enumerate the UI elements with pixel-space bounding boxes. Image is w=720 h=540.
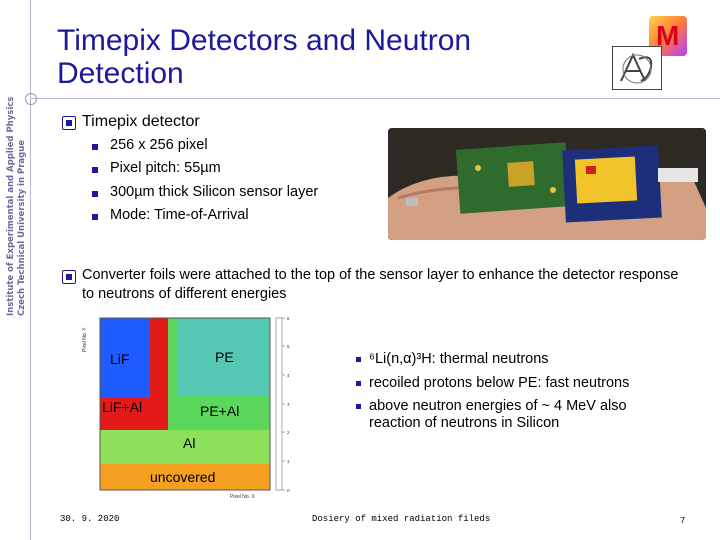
label-pe-al: PE+Al [200, 403, 239, 419]
bullet-icon [92, 144, 98, 150]
bullet-icon [356, 381, 361, 386]
colorbar-tick: 4 [287, 373, 290, 378]
bullet-icon [356, 404, 361, 409]
label-lif-al: LiF+Al [102, 399, 142, 415]
region-al [100, 430, 270, 464]
institute-label: Institute of Experimental and Applied Ph… [6, 97, 28, 316]
colorbar-tick: 3 [287, 402, 290, 407]
section-bullet-icon [62, 116, 76, 130]
detector-photo [388, 128, 706, 240]
label-lif: LiF [110, 351, 129, 367]
list-item: Mode: Time-of-Arrival [110, 207, 249, 223]
bullet-icon [92, 167, 98, 173]
list-item: 256 x 256 pixel [110, 137, 208, 153]
institute-name: Institute of Experimental and Applied Ph… [6, 96, 16, 316]
footer-title: Dosiery of mixed radiation fileds [312, 514, 491, 524]
region-pe [177, 318, 270, 396]
sidebar-institute: Institute of Experimental and Applied Ph… [0, 0, 48, 540]
section-bullet-icon [62, 270, 76, 284]
region-lif [100, 318, 150, 398]
slide-title: Timepix Detectors and Neutron Detection [57, 24, 472, 90]
footer-date: 30. 9. 2020 [60, 514, 120, 524]
list-item: ⁶Li(n,α)³H: thermal neutrons [369, 351, 549, 367]
section1-heading: Timepix detector [82, 113, 200, 130]
colorbar-tick: 6 [287, 316, 290, 321]
colorbar-tick: 0 [287, 488, 290, 493]
institute-logo [612, 46, 662, 90]
x-axis-label: Pixel No. X [230, 494, 255, 500]
list-item: recoiled protons below PE: fast neutrons [369, 375, 630, 391]
y-axis-label: Pixel No. Y [82, 327, 88, 352]
university-name: Czech Technical University in Prague [17, 139, 27, 316]
bullet-icon [356, 357, 361, 362]
title-underline [30, 98, 720, 99]
bullet-icon [92, 214, 98, 220]
section2-text: Converter foils were attached to the top… [82, 267, 679, 302]
colorbar-tick: 2 [287, 430, 290, 435]
page-number: 7 [680, 516, 686, 526]
bullet-icon [92, 191, 98, 197]
heatmap-chart: LiF PE LiF+Al PE+Al Al uncovered Pixel N… [80, 312, 310, 500]
vertical-rule [30, 0, 31, 540]
colorbar-tick: 5 [287, 344, 290, 349]
list-item: above neutron energies of ~ 4 MeV also [369, 398, 627, 414]
corner-circle-mark [25, 93, 37, 105]
list-item-continuation: reaction of neutrons in Silicon [369, 415, 560, 431]
list-item: 300µm thick Silicon sensor layer [110, 184, 319, 200]
region-uncovered [100, 464, 270, 490]
label-al: Al [183, 435, 195, 451]
label-pe: PE [215, 349, 234, 365]
label-uncovered: uncovered [150, 469, 215, 485]
colorbar [275, 317, 283, 491]
colorbar-tick: 1 [287, 459, 290, 464]
list-item: Pixel pitch: 55µm [110, 160, 221, 176]
